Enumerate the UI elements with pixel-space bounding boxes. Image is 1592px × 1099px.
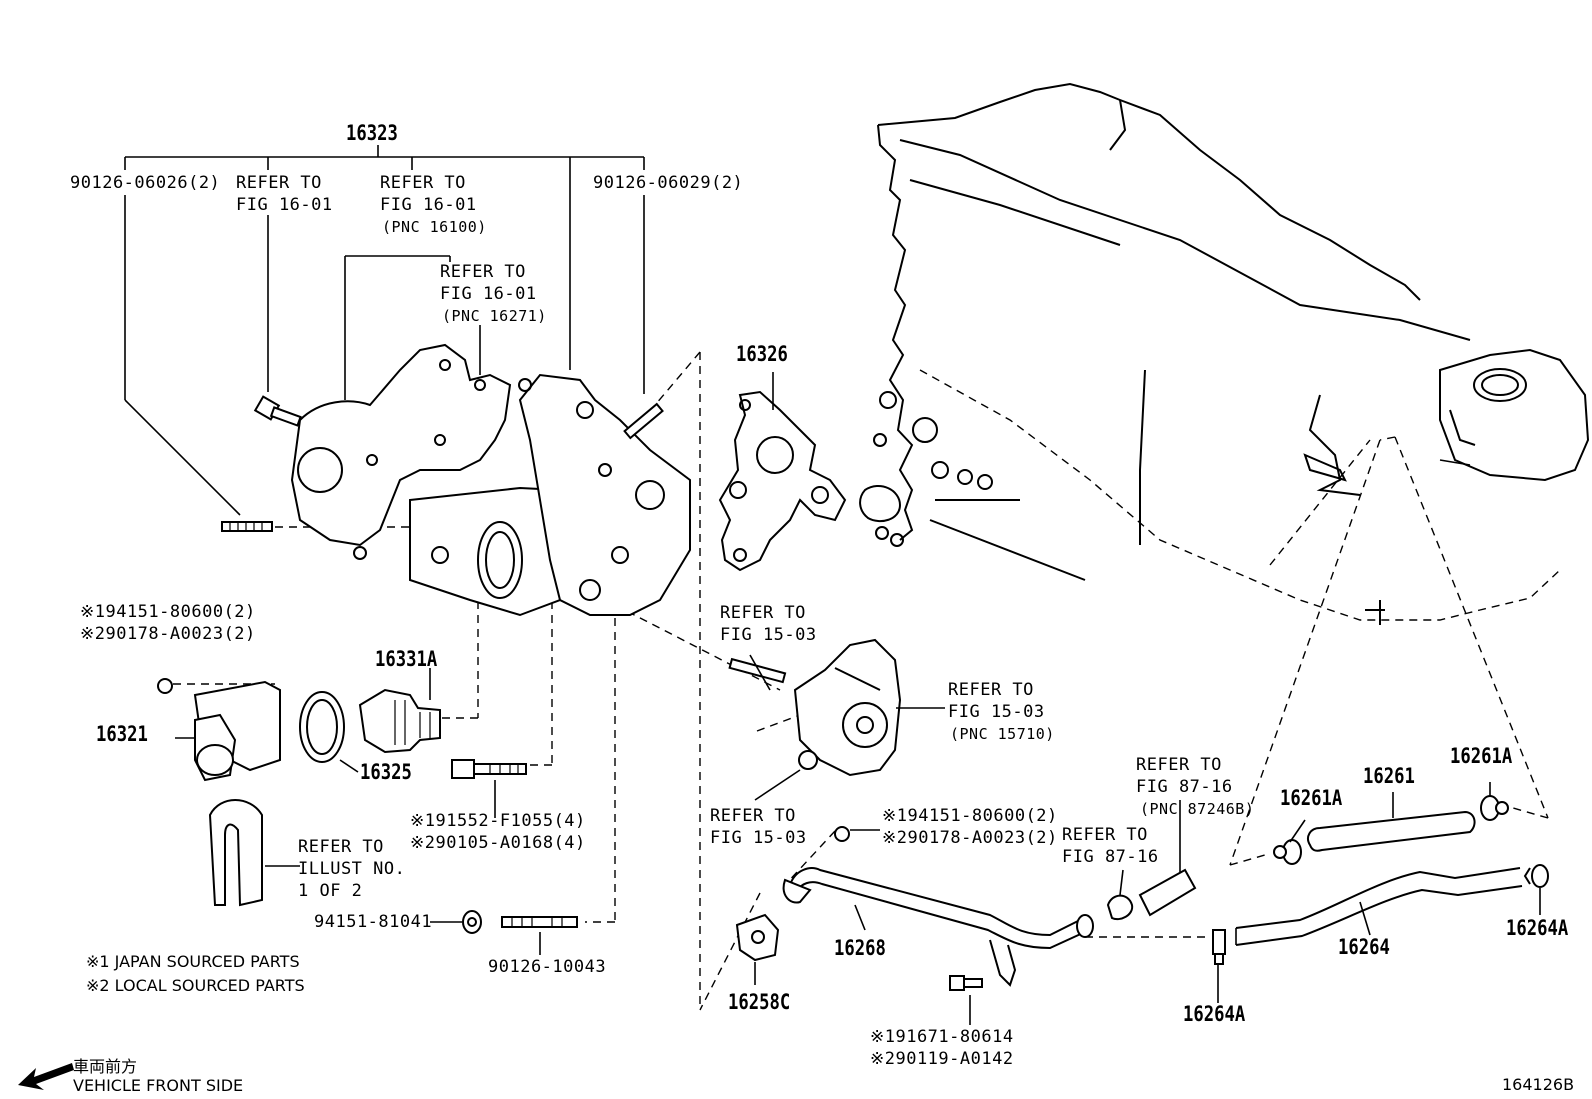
stud-90126-06026 [221, 521, 273, 532]
fig-15-03-label-1: FIG 15-03 [720, 625, 817, 645]
fig-87-16-label-1: FIG 87-16 [1136, 777, 1233, 797]
clamp-16261A-left [1273, 839, 1302, 865]
water-inlet-housing [290, 343, 691, 617]
clamp-16261A-right [1480, 795, 1509, 821]
diagram-id: 164126B [1502, 1075, 1575, 1094]
nut-94151-81041 [462, 910, 482, 934]
bolt-label-2: ※290105-A0168(4) [410, 833, 586, 853]
part-16261-label: 16261 [1363, 764, 1415, 788]
part-16331A-label: 16331A [375, 647, 438, 671]
refer-to-label-5: REFER TO [948, 680, 1034, 700]
fig-15-03-label-2: FIG 15-03 [948, 702, 1045, 722]
hose-illust-ref [208, 799, 263, 907]
illust-ref-line-2: ILLUST NO. [298, 859, 406, 879]
pipe-16268 [782, 867, 1094, 987]
stud-90126-10043 [501, 916, 578, 928]
stud-left-label: 90126-06026(2) [70, 173, 221, 193]
bolt-label-1: ※191552-F1055(4) [410, 811, 586, 831]
hose-16264 [1235, 867, 1523, 946]
nut-16268-top [834, 826, 850, 842]
part-16323-label: 16323 [346, 121, 398, 145]
clamp-16264A-right [1523, 864, 1549, 888]
clamp-16264A-lower [1212, 929, 1226, 965]
vehicle-front-arrow-icon [18, 1063, 74, 1090]
fig-16-01-label-2: FIG 16-01 [380, 195, 477, 215]
direction-english: VEHICLE FRONT SIDE [73, 1076, 244, 1095]
fig-16-01-label-3: FIG 16-01 [440, 284, 537, 304]
pnc-16271-label: (PNC 16271) [442, 307, 547, 325]
refer-to-label-6: REFER TO [710, 806, 796, 826]
water-inlet-16321 [157, 678, 281, 782]
fig-87-16-label-2: FIG 87-16 [1062, 847, 1159, 867]
thermostat-16331A [358, 688, 441, 754]
part-16258C-label: 16258C [728, 990, 791, 1014]
fig-16-01-label-1: FIG 16-01 [236, 195, 333, 215]
part-16261A-label-right: 16261A [1450, 744, 1513, 768]
pnc-87246b-label: (PNC 87246B) [1140, 800, 1255, 818]
illust-ref-line-3: 1 OF 2 [298, 881, 363, 901]
refer-to-label-3: REFER TO [440, 262, 526, 282]
engine-block [859, 82, 1590, 625]
refer-to-label-4: REFER TO [720, 603, 806, 623]
refer-to-label-7: REFER TO [1136, 755, 1222, 775]
part-16264-label: 16264 [1338, 935, 1390, 959]
stud-long-label: 90126-10043 [488, 957, 607, 977]
gasket-16258C [735, 913, 780, 962]
bolt2-label-1: ※191671-80614 [870, 1027, 1014, 1047]
refer-to-label-8: REFER TO [1062, 825, 1148, 845]
direction-japanese: 車両前方 [73, 1057, 138, 1076]
part-16321-label: 16321 [96, 722, 148, 746]
note-local: ※2 LOCAL SOURCED PARTS [86, 976, 305, 995]
callout-16323-bracket [124, 145, 645, 516]
fig-15-03-label-3: FIG 15-03 [710, 828, 807, 848]
nut-label-3: ※194151-80600(2) [882, 806, 1058, 826]
part-16261A-label-left: 16261A [1280, 786, 1343, 810]
stud-90126-06029 [623, 402, 664, 440]
refer-to-label-2: REFER TO [380, 173, 466, 193]
pnc-16100-label: (PNC 16100) [382, 218, 487, 236]
nut-label-2: ※290178-A0023(2) [80, 624, 256, 644]
pump-housing-fig15-03 [728, 638, 902, 777]
assembly-dashed-lines [173, 351, 1549, 1011]
note-japan: ※1 JAPAN SOURCED PARTS [86, 952, 300, 971]
part-16264A-label-lower: 16264A [1183, 1002, 1246, 1026]
part-16268-label: 16268 [834, 936, 886, 960]
hose-16261 [1307, 810, 1476, 852]
pnc-15710-label: (PNC 15710) [950, 725, 1055, 743]
bolt2-label-2: ※290119-A0142 [870, 1049, 1014, 1069]
gasket-16325 [299, 691, 345, 763]
leader-lines [175, 372, 1541, 1025]
bolt-91671 [949, 975, 983, 991]
bolt-91552 [451, 759, 527, 779]
hose-fig87-16 [1106, 868, 1197, 921]
nut-label-1: ※194151-80600(2) [80, 602, 256, 622]
refer-to-label-1: REFER TO [236, 173, 322, 193]
part-16325-label: 16325 [360, 760, 412, 784]
nut-single-label: 94151-81041 [314, 912, 433, 932]
part-16264A-label-right: 16264A [1506, 916, 1569, 940]
part-16326-label: 16326 [736, 342, 788, 366]
nut-label-4: ※290178-A0023(2) [882, 828, 1058, 848]
stud-right-label: 90126-06029(2) [593, 173, 744, 193]
illust-ref-line-1: REFER TO [298, 837, 384, 857]
bolt-fig16-01 [253, 395, 302, 427]
gasket-16326 [718, 390, 847, 572]
